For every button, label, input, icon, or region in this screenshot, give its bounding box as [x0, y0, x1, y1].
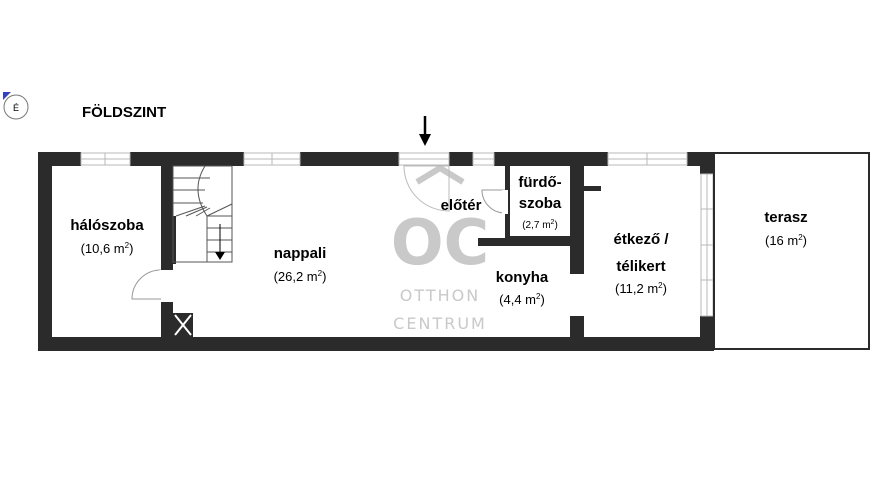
room-label-living: nappali — [274, 245, 327, 262]
watermark-logo: OC — [391, 206, 489, 279]
room-area-bedroom: (10,6 m2) — [81, 241, 134, 256]
entrance-door — [398, 152, 450, 212]
room-area-kitchen: (4,4 m2) — [499, 292, 545, 307]
room-label-bedroom: hálószoba — [70, 217, 144, 234]
chimney-icon — [173, 313, 193, 337]
room-label-dining-1: étkező / — [613, 231, 669, 248]
entrance-arrow-icon — [419, 116, 431, 146]
room-label-kitchen: konyha — [496, 269, 549, 286]
compass-icon: É — [3, 92, 29, 120]
room-area-living: (26,2 m2) — [274, 269, 327, 284]
floor-title: FÖLDSZINT — [82, 104, 166, 121]
watermark-line2: CENTRUM — [393, 314, 487, 333]
room-area-dining: (11,2 m2) — [615, 281, 667, 296]
room-area-bathroom: (2,7 m2) — [522, 219, 558, 231]
room-label-dining-2: télikert — [616, 258, 665, 275]
room-label-bathroom-1: fürdő- — [518, 174, 561, 191]
room-area-terrace: (16 m2) — [765, 233, 807, 248]
staircase — [172, 165, 233, 263]
watermark: OC OTTHON CENTRUM — [391, 164, 489, 333]
interior-doors — [131, 189, 508, 302]
room-label-hall: előtér — [441, 197, 482, 214]
watermark-line1: OTTHON — [400, 286, 480, 305]
terrace-outline — [713, 152, 870, 350]
room-label-bathroom-2: szoba — [519, 195, 562, 212]
room-label-terrace: terasz — [764, 209, 807, 226]
compass-letter: É — [13, 103, 19, 113]
walls — [38, 152, 714, 351]
windows — [80, 152, 714, 317]
